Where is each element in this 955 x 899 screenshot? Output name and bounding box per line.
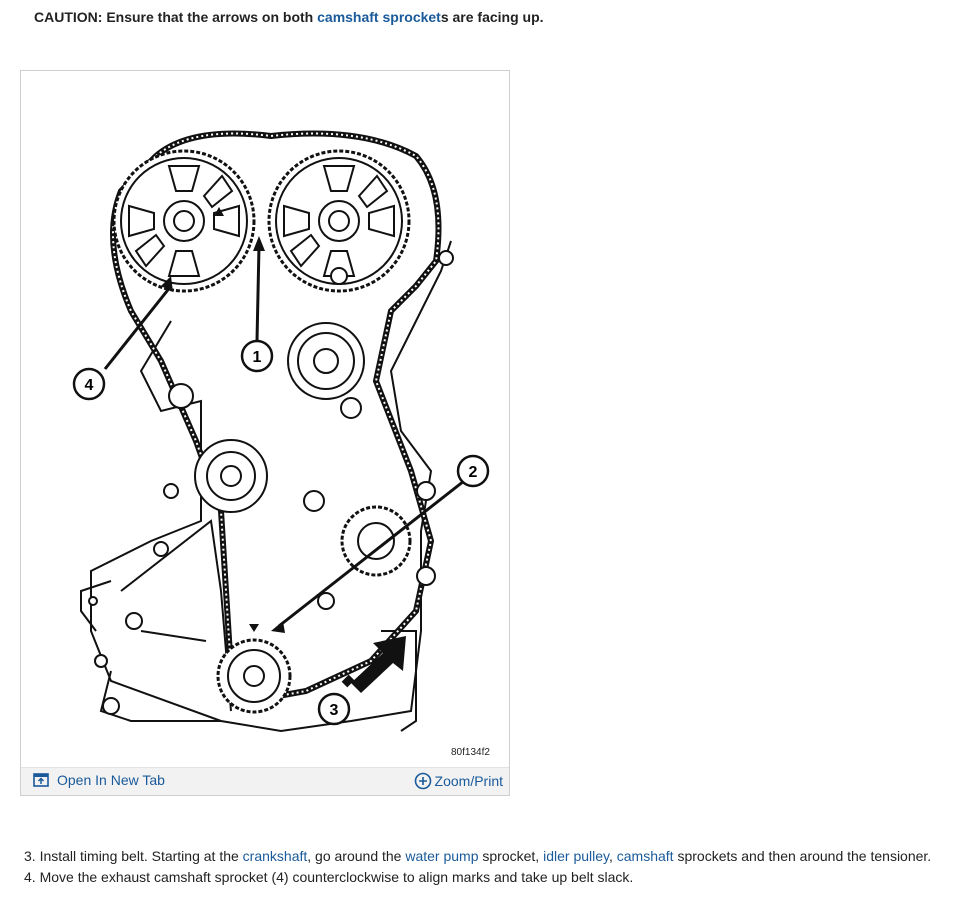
install-direction-arrow [341,636,406,693]
camshaft-sprocket-link[interactable]: camshaft sprocket [317,9,441,25]
crankshaft-sprocket [216,624,292,714]
leader-lines [103,245,465,628]
timing-belt-diagram: 1 2 3 4 [72,130,490,733]
caution-text: CAUTION: Ensure that the arrows on both [34,9,318,25]
open-new-tab-label: Open In New Tab [57,772,165,788]
timing-belt [110,130,442,705]
open-new-tab-icon [33,773,49,787]
tensioner [194,439,268,513]
callout-2: 2 [456,454,490,488]
svg-text:3: 3 [330,702,339,719]
intake-camshaft-sprocket [112,149,256,293]
caution-suffix: s are facing up. [440,9,544,25]
bolt-holes [88,250,454,715]
step-3-text-5: sprockets and then around the tensioner. [673,848,932,864]
zoom-plus-icon [414,772,431,790]
step-4-text: 4. Move the exhaust camshaft sprocket (4… [24,869,634,885]
idler-pulley-link[interactable]: idler pulley [543,848,609,864]
svg-text:2: 2 [469,464,478,481]
step-3-text-4: , [608,848,617,864]
step-3-text-2: , go around the [307,848,406,864]
open-new-tab-button[interactable]: Open In New Tab [33,772,165,788]
camshaft-link[interactable]: camshaft [616,848,674,864]
svg-text:1: 1 [253,349,262,366]
crankshaft-link[interactable]: crankshaft [242,848,308,864]
step-3-text: 3. Install timing belt. Starting at the [24,848,243,864]
figure-code: 80f134f2 [451,747,490,758]
step-3: 3. Install timing belt. Starting at the … [24,846,931,867]
instruction-steps: 3. Install timing belt. Starting at the … [24,846,931,888]
zoom-print-label: Zoom/Print [434,773,503,789]
figure-toolbar: Open In New Tab Zoom/Print [21,767,509,795]
step-3-text-3: sprocket, [478,848,544,864]
callout-4: 4 [72,367,106,401]
callout-3: 3 [317,692,351,726]
idler-pulley [287,322,365,400]
timing-belt-figure: 1 2 3 4 80f134f2 Open In New Tab [20,70,510,796]
caution-note: CAUTION: Ensure that the arrows on both … [34,9,544,25]
svg-text:4: 4 [85,377,94,394]
step-4: 4. Move the exhaust camshaft sprocket (4… [24,867,931,888]
callout-1: 1 [240,339,274,373]
exhaust-camshaft-sprocket [267,149,411,293]
water-pump-link[interactable]: water pump [405,848,479,864]
water-pump-sprocket [340,505,412,577]
zoom-print-button[interactable]: Zoom/Print [414,772,503,790]
